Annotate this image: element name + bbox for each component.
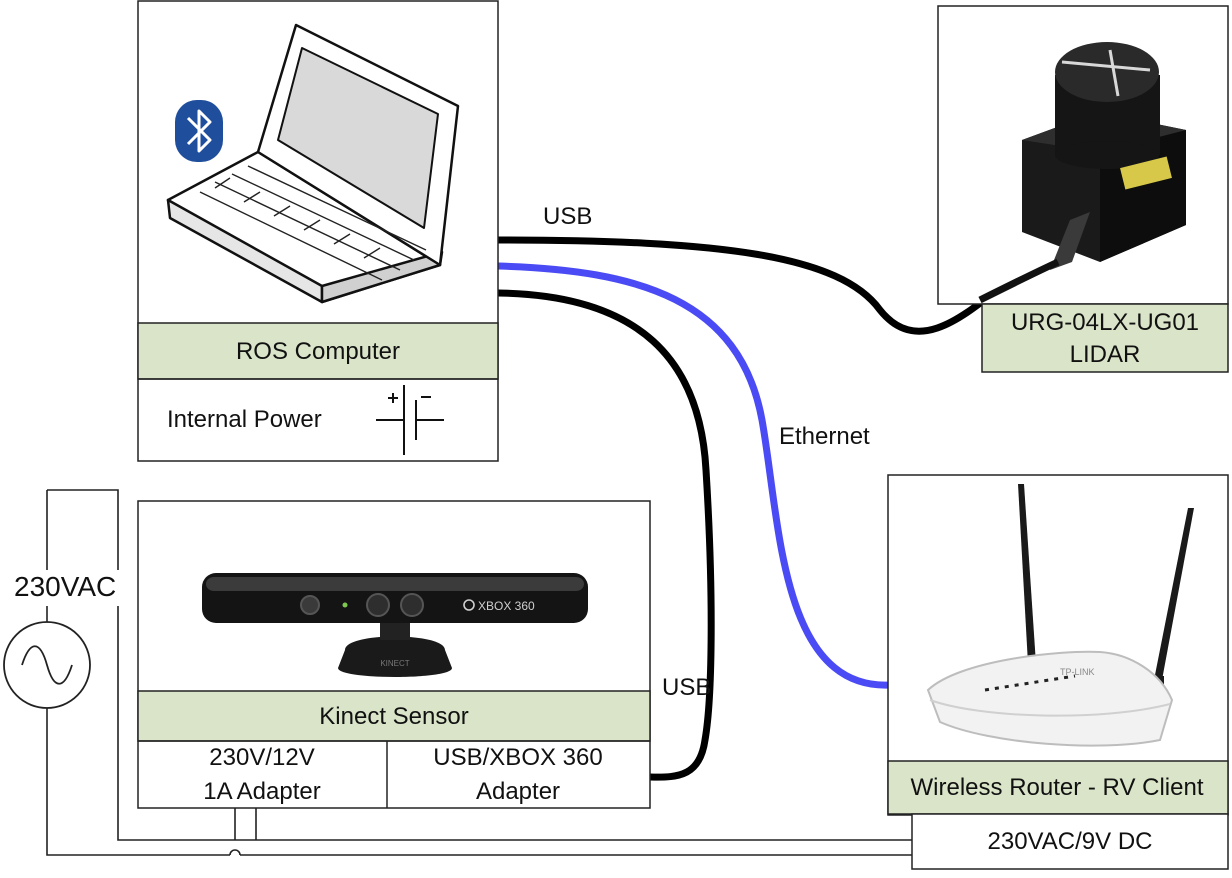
router-block: TP-LINK Wireless Router - RV Client	[887, 474, 1229, 816]
usb-adapter-line1: USB/XBOX 360	[433, 744, 602, 771]
kinect-sensor-icon: XBOX 360 KINECT	[202, 573, 588, 677]
keyboard-keys	[199, 165, 427, 281]
power-adapter-line1: 230V/12V	[209, 744, 314, 771]
router-label-box	[887, 760, 1229, 815]
kinect-block: XBOX 360 KINECT Kinect Sensor 230V/12V 1…	[137, 500, 651, 809]
router-icon: TP-LINK	[926, 484, 1194, 747]
bluetooth-icon	[175, 100, 223, 162]
ros-computer-label: ROS Computer	[236, 338, 400, 365]
router-label: Wireless Router - RV Client	[911, 774, 1204, 801]
kinect-brand: XBOX 360	[478, 599, 535, 613]
ros-computer-block: ROS Computer Internal Power	[137, 0, 499, 462]
kinect-label-box	[137, 690, 651, 742]
ethernet-cable	[497, 262, 891, 689]
lidar-block: URG-04LX-UG01 LIDAR	[937, 5, 1229, 373]
internal-power-label: Internal Power	[167, 406, 322, 433]
router-power-label: 230VAC/9V DC	[988, 828, 1153, 855]
power-wiring	[46, 489, 912, 856]
usb-lidar-label: USB	[543, 203, 592, 230]
router-brand: TP-LINK	[1060, 667, 1095, 677]
kinect-device-name: KINECT	[380, 659, 409, 668]
usb-kinect-label: USB	[662, 674, 711, 701]
usb-adapter-line2: Adapter	[476, 778, 560, 805]
lidar-sensor-icon	[978, 42, 1186, 304]
laptop-icon	[166, 23, 460, 304]
battery-icon	[376, 385, 444, 455]
lidar-label-line2: LIDAR	[1070, 341, 1141, 368]
ethernet-label: Ethernet	[779, 423, 870, 450]
power-adapter-line2: 1A Adapter	[203, 778, 320, 805]
lidar-label-line1: URG-04LX-UG01	[1011, 309, 1199, 336]
usb-cable-lidar	[497, 236, 1013, 335]
usb-cable-kinect	[497, 289, 715, 781]
router-power-box	[911, 813, 1229, 870]
ros-computer-label-box	[137, 322, 499, 380]
lidar-label-box	[981, 303, 1229, 373]
ac-source-icon	[3, 570, 120, 709]
kinect-label: Kinect Sensor	[319, 703, 468, 730]
ac-source-label: 230VAC	[14, 571, 116, 602]
